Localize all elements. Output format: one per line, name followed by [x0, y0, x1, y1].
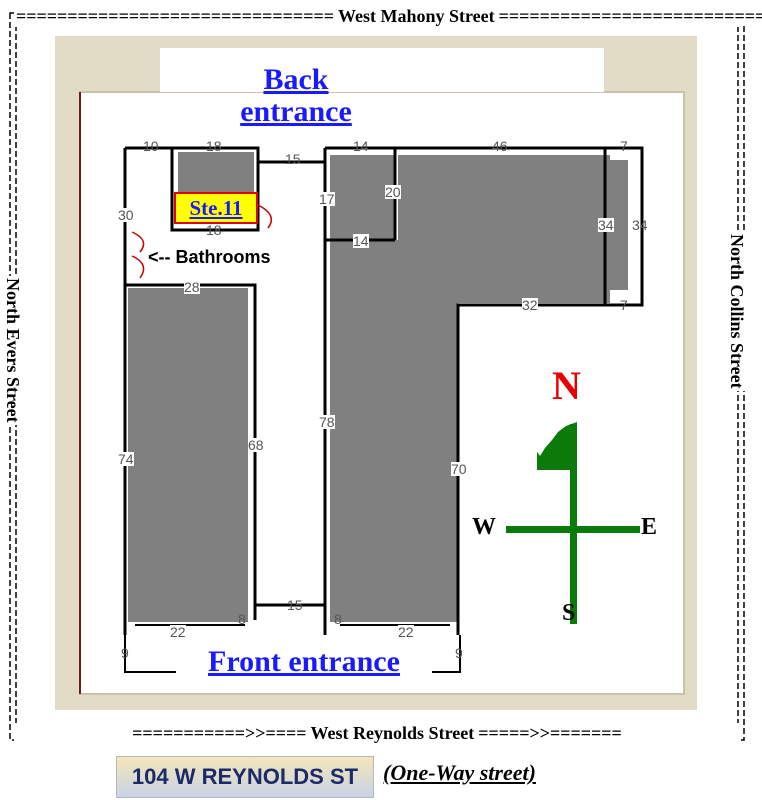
dimension-label: 22 [170, 624, 186, 640]
compass-south: S [562, 600, 576, 626]
dimension-label: 28 [184, 279, 200, 295]
street-south-label: West Reynolds Street [308, 723, 477, 743]
compass-rose [506, 422, 640, 624]
compass-east: E [641, 514, 658, 540]
compass-north: N [552, 363, 581, 408]
front-entrance-label: Front entrance [176, 645, 432, 679]
dimension-label: 68 [248, 437, 264, 453]
street-north-rule-right: =============================== [496, 6, 762, 26]
suite-label: Ste.11 [174, 192, 258, 224]
street-south: ===========>>====West Reynolds Street===… [14, 723, 740, 744]
address-sign: 104 W REYNOLDS ST [116, 756, 374, 798]
dimension-label: 74 [118, 451, 134, 467]
bottom-walls [124, 624, 461, 673]
dimension-label: 78 [319, 414, 335, 430]
compass-west: W [472, 514, 496, 540]
street-east: North Collins Street [724, 232, 749, 391]
bathroom-doors [131, 204, 273, 279]
dimension-label: 70 [451, 461, 467, 477]
dimension-label: 34 [598, 217, 614, 233]
back-entrance-label: Back entrance [240, 63, 352, 129]
dimension-label: 8 [238, 611, 246, 627]
dimension-label: 9 [455, 645, 463, 661]
dimension-label: 14 [353, 138, 369, 154]
header-band [160, 48, 604, 92]
dimension-label: 9 [121, 645, 129, 661]
dimension-label: 14 [353, 233, 369, 249]
bathrooms-label: <-- Bathrooms [148, 247, 271, 267]
dimension-label: 34 [632, 217, 648, 233]
dimension-label: 46 [492, 138, 508, 154]
dimension-label: 7 [620, 297, 628, 313]
dimension-label: 15 [287, 597, 303, 613]
street-west: North Evers Street [0, 276, 25, 425]
street-north-label: West Mahony Street [335, 6, 497, 26]
dimension-label: 7 [620, 138, 628, 154]
dimension-label: 18 [206, 222, 222, 238]
dimension-label: 18 [206, 138, 222, 154]
room-east-north [398, 155, 610, 303]
street-south-arrows-right: =====>>======= [476, 723, 624, 743]
dimension-label: 22 [398, 624, 414, 640]
one-way-note: (One-Way street) [383, 760, 536, 785]
street-north: ===============================West Maho… [14, 6, 762, 27]
room-east-tip [610, 160, 628, 290]
dimension-label: 10 [143, 138, 159, 154]
dimension-label: 32 [522, 297, 538, 313]
room-small-top [178, 152, 254, 192]
walls [123, 146, 644, 635]
street-north-rule-left: =============================== [14, 6, 336, 26]
dimension-label: 15 [285, 151, 301, 167]
dimension-label: 30 [118, 207, 134, 223]
dimension-label: 20 [385, 184, 401, 200]
room-west-wing [128, 288, 248, 622]
dimension-label: 8 [334, 611, 342, 627]
street-south-arrows-left: ===========>>==== [130, 723, 309, 743]
dimension-label: 17 [319, 191, 335, 207]
